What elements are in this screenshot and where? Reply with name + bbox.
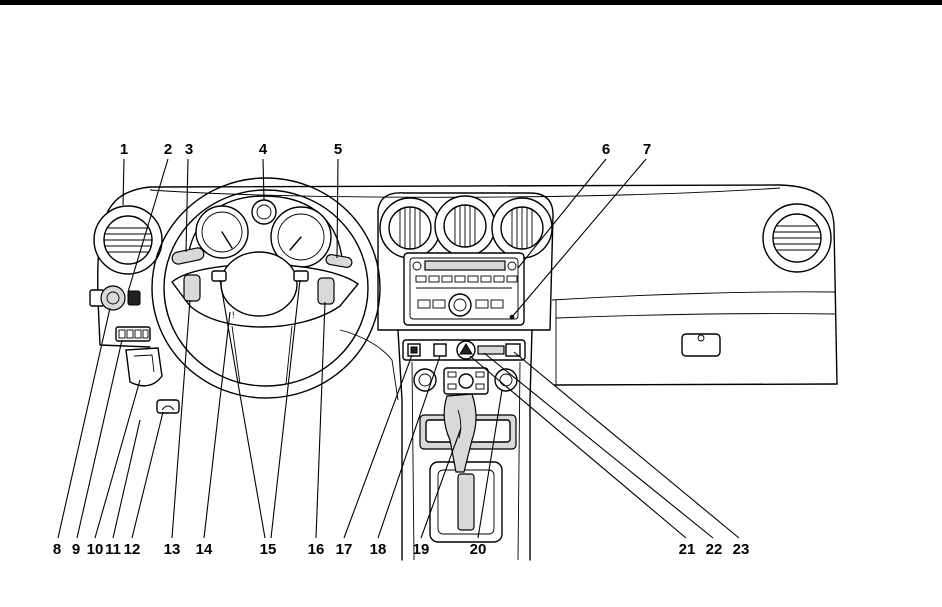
leader-line-3: [185, 158, 189, 253]
callout-3: 3: [185, 141, 193, 158]
driver-information-display: [251, 199, 277, 225]
leader-line-21: [469, 355, 687, 539]
audio-main-knob: [448, 293, 472, 317]
air-delivery-knob: [458, 373, 474, 389]
audio-tune-knob: [507, 261, 517, 271]
glove-box: [681, 333, 721, 357]
leader-line-22: [483, 352, 714, 539]
callout-6: 6: [602, 141, 610, 158]
horn-icon: !: [232, 310, 235, 320]
callout-8: 8: [53, 541, 61, 558]
callout-17: 17: [336, 541, 353, 558]
leader-line-20: [477, 389, 503, 539]
callout-2: 2: [164, 141, 172, 158]
callout-9: 9: [72, 541, 80, 558]
audio-display: [424, 260, 506, 271]
leader-line-17: [343, 354, 413, 539]
audio-system: [403, 252, 525, 326]
leader-line-5: [336, 158, 339, 259]
security-indicator: [477, 345, 505, 355]
center-air-vent-right: [491, 197, 553, 259]
leader-line-19: [420, 427, 462, 539]
callout-14: 14: [196, 541, 213, 558]
leader-line-8: [57, 307, 111, 539]
audio-preset-buttons: [415, 275, 518, 283]
leader-line-1: [122, 158, 125, 206]
tachometer: [195, 205, 249, 259]
right-steering-controls: [317, 277, 335, 305]
callout-18: 18: [370, 541, 387, 558]
climate-button-row: [402, 339, 526, 361]
fan-speed-knob: [413, 368, 437, 392]
callout-11: 11: [105, 541, 121, 558]
leader-line-7: [511, 158, 647, 318]
button-panel: [115, 326, 151, 342]
windshield-wiper-lever: [325, 254, 353, 268]
console: [397, 329, 533, 561]
callout-4: 4: [259, 141, 268, 158]
leader-line-16: [315, 301, 326, 539]
glove-box-latch: [681, 333, 721, 357]
leader-line-10: [94, 379, 141, 539]
turn-signal-lever: [171, 247, 205, 265]
exterior-lamp-controls: [89, 285, 141, 311]
bottom-callouts: 8 9 10 11 12 13 14 15 16 17 18 19 20 21 …: [53, 541, 750, 558]
center-air-vent-left: [379, 197, 441, 259]
leader-line-18: [377, 355, 441, 539]
callout-23: 23: [733, 541, 750, 558]
callout-21: 21: [679, 541, 696, 558]
leader-line-13: [171, 299, 191, 539]
shift-gate: [429, 461, 503, 543]
center-air-vent-middle: [434, 195, 496, 257]
leader-line-6: [517, 158, 607, 269]
right-wheel-control-icon: [293, 270, 309, 282]
callout-22: 22: [706, 541, 723, 558]
instrument-panel-trim: [125, 347, 163, 387]
callout-5: 5: [334, 141, 342, 158]
center-stack-housing: [377, 192, 554, 331]
leader-line-12: [131, 411, 164, 539]
center-air-vents: [379, 195, 553, 259]
page-top-rule: [0, 0, 942, 5]
shift-lever: [443, 393, 477, 473]
callout-10: 10: [87, 541, 104, 558]
passenger-airbag-status: [505, 343, 521, 357]
leader-line-9: [76, 339, 123, 539]
rear-defog-button: [433, 343, 447, 357]
callout-20: 20: [470, 541, 487, 558]
hood-release: [156, 399, 180, 414]
left-wheel-control-icon: [211, 270, 227, 282]
leader-line-11: [112, 419, 141, 539]
leader-line-2: [127, 158, 169, 293]
leader-line-15b: [270, 279, 301, 539]
top-callouts: 1 2 3 4 5 6 7: [120, 141, 651, 158]
left-steering-controls: [183, 274, 201, 302]
driver-airbag: [220, 251, 298, 317]
leader-line-23: [513, 351, 740, 539]
callout-13: 13: [164, 541, 181, 558]
leader-lines: [57, 158, 740, 539]
leader-line-14: [203, 311, 231, 539]
callout-15: 15: [260, 541, 277, 558]
callout-19: 19: [413, 541, 430, 558]
callout-7: 7: [643, 141, 651, 158]
speedometer: [270, 206, 332, 268]
leader-line-15a: [219, 279, 266, 539]
instrument-cluster: [187, 195, 343, 268]
audio-power-knob: [412, 261, 422, 271]
right-air-vent: [762, 203, 832, 273]
callout-16: 16: [308, 541, 325, 558]
callout-12: 12: [124, 541, 141, 558]
hazard-triangle-icon: [459, 343, 473, 355]
steering-wheel: !: [151, 177, 381, 399]
left-air-vent: [93, 205, 163, 275]
callout-1: 1: [120, 141, 128, 158]
leader-line-4: [262, 158, 265, 201]
